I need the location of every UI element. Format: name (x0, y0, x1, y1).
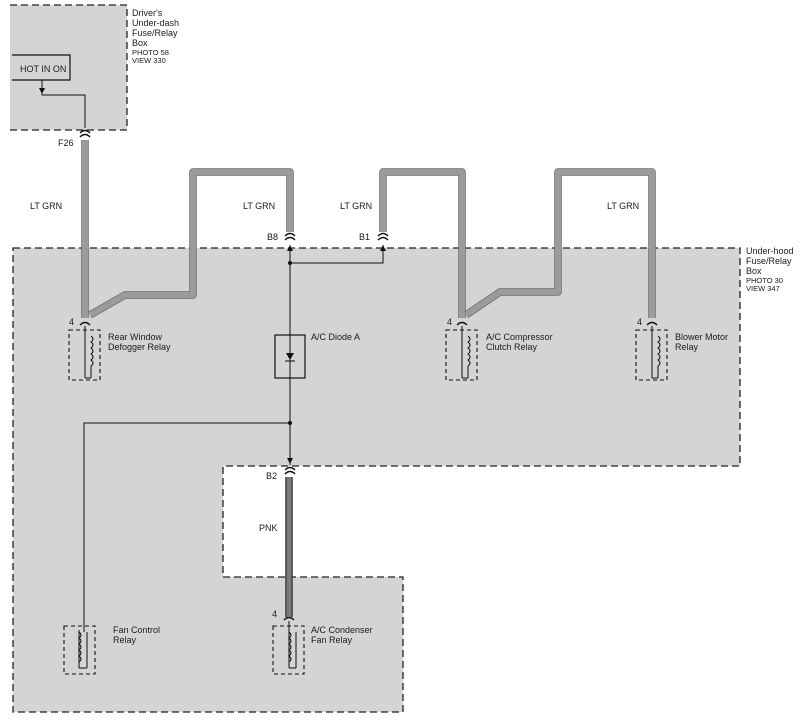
internal-wiring (83, 245, 386, 632)
relay-ac-condenser (272, 621, 305, 675)
underhood-view: VIEW 347 (746, 284, 780, 293)
hot-feed-line (41, 80, 86, 128)
ac-condenser-label-2: Fan Relay (311, 635, 353, 645)
wire-label-1: LT GRN (30, 201, 62, 211)
terminal-b2: B2 (266, 471, 277, 481)
wire-label-3: LT GRN (340, 201, 372, 211)
ac-compressor-label-1: A/C Compressor (486, 332, 553, 342)
relay-ac-compressor (445, 326, 478, 381)
wire-label-2: LT GRN (243, 201, 275, 211)
underdash-label-4: Box (132, 38, 148, 48)
underdash-label-3: Fuse/Relay (132, 28, 178, 38)
underhood-label-1: Under-hood (746, 246, 794, 256)
terminal-b1: B1 (359, 232, 370, 242)
b2-arrow-icon (287, 458, 293, 464)
fan-control-label-2: Relay (113, 635, 137, 645)
terminal-b8: B8 (267, 232, 278, 242)
relay-fan-control (63, 625, 96, 675)
underdash-label-2: Under-dash (132, 18, 179, 28)
hot-in-on-label: HOT IN ON (20, 64, 66, 74)
underhood-photo: PHOTO 30 (746, 276, 783, 285)
underdash-photo: PHOTO 58 (132, 48, 169, 57)
pin-ac-condenser: 4 (272, 609, 277, 619)
underhood-box (12, 247, 741, 713)
ac-condenser-label-1: A/C Condenser (311, 625, 373, 635)
blower-label-1: Blower Motor (675, 332, 728, 342)
rear-window-label-1: Rear Window (108, 332, 163, 342)
hot-in-on-box: HOT IN ON (12, 54, 71, 81)
pin-rear-window: 4 (69, 317, 74, 327)
hot-arrow-icon (39, 88, 45, 94)
b8-arrow-icon (287, 245, 293, 251)
ac-compressor-label-2: Clutch Relay (486, 342, 538, 352)
fan-control-label-1: Fan Control (113, 625, 160, 635)
wire-label-4: LT GRN (607, 201, 639, 211)
wire-label-pnk: PNK (259, 523, 278, 533)
underhood-label-3: Box (746, 266, 762, 276)
connector-caps (79, 129, 658, 621)
underdash-view: VIEW 330 (132, 56, 166, 65)
terminal-f26: F26 (58, 138, 74, 148)
ltgrn-wires (81, 140, 656, 319)
diode-symbol-icon (286, 353, 294, 360)
rear-window-label-2: Defogger Relay (108, 342, 171, 352)
underdash-label-1: Driver's (132, 8, 163, 18)
pin-ac-compressor: 4 (447, 317, 452, 327)
underhood-label-2: Fuse/Relay (746, 256, 792, 266)
b1-arrow-icon (380, 245, 386, 251)
ac-diode (274, 334, 306, 379)
blower-label-2: Relay (675, 342, 699, 352)
relay-rear-window (68, 326, 101, 381)
underdash-box (10, 4, 128, 131)
diode-label: A/C Diode A (311, 332, 360, 342)
pin-blower: 4 (637, 317, 642, 327)
relay-blower (635, 326, 668, 381)
